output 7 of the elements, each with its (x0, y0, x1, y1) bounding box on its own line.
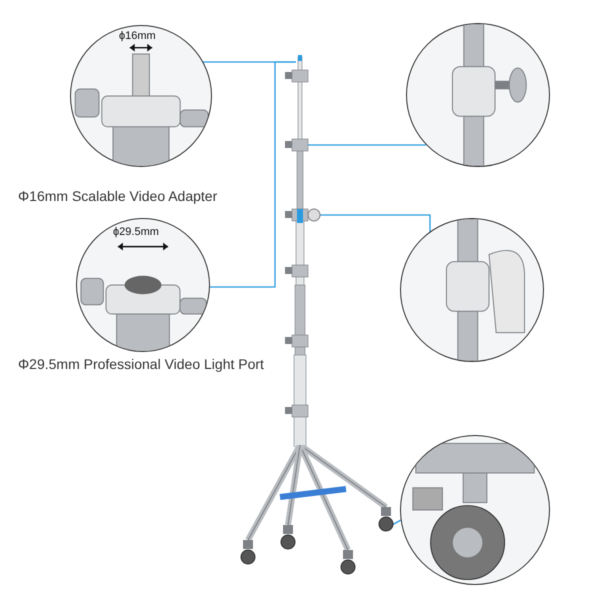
leader-line (320, 214, 431, 232)
leader-line (210, 61, 296, 288)
leader-line (392, 519, 402, 526)
dimension-label: ϕ29.5mm (113, 226, 159, 238)
dimension-label: ϕ16mm (119, 30, 156, 42)
caption-text: Φ16mm Scalable Video Adapter (18, 188, 218, 204)
caption-text: Φ29.5mm Professional Video Light Port (18, 356, 264, 372)
